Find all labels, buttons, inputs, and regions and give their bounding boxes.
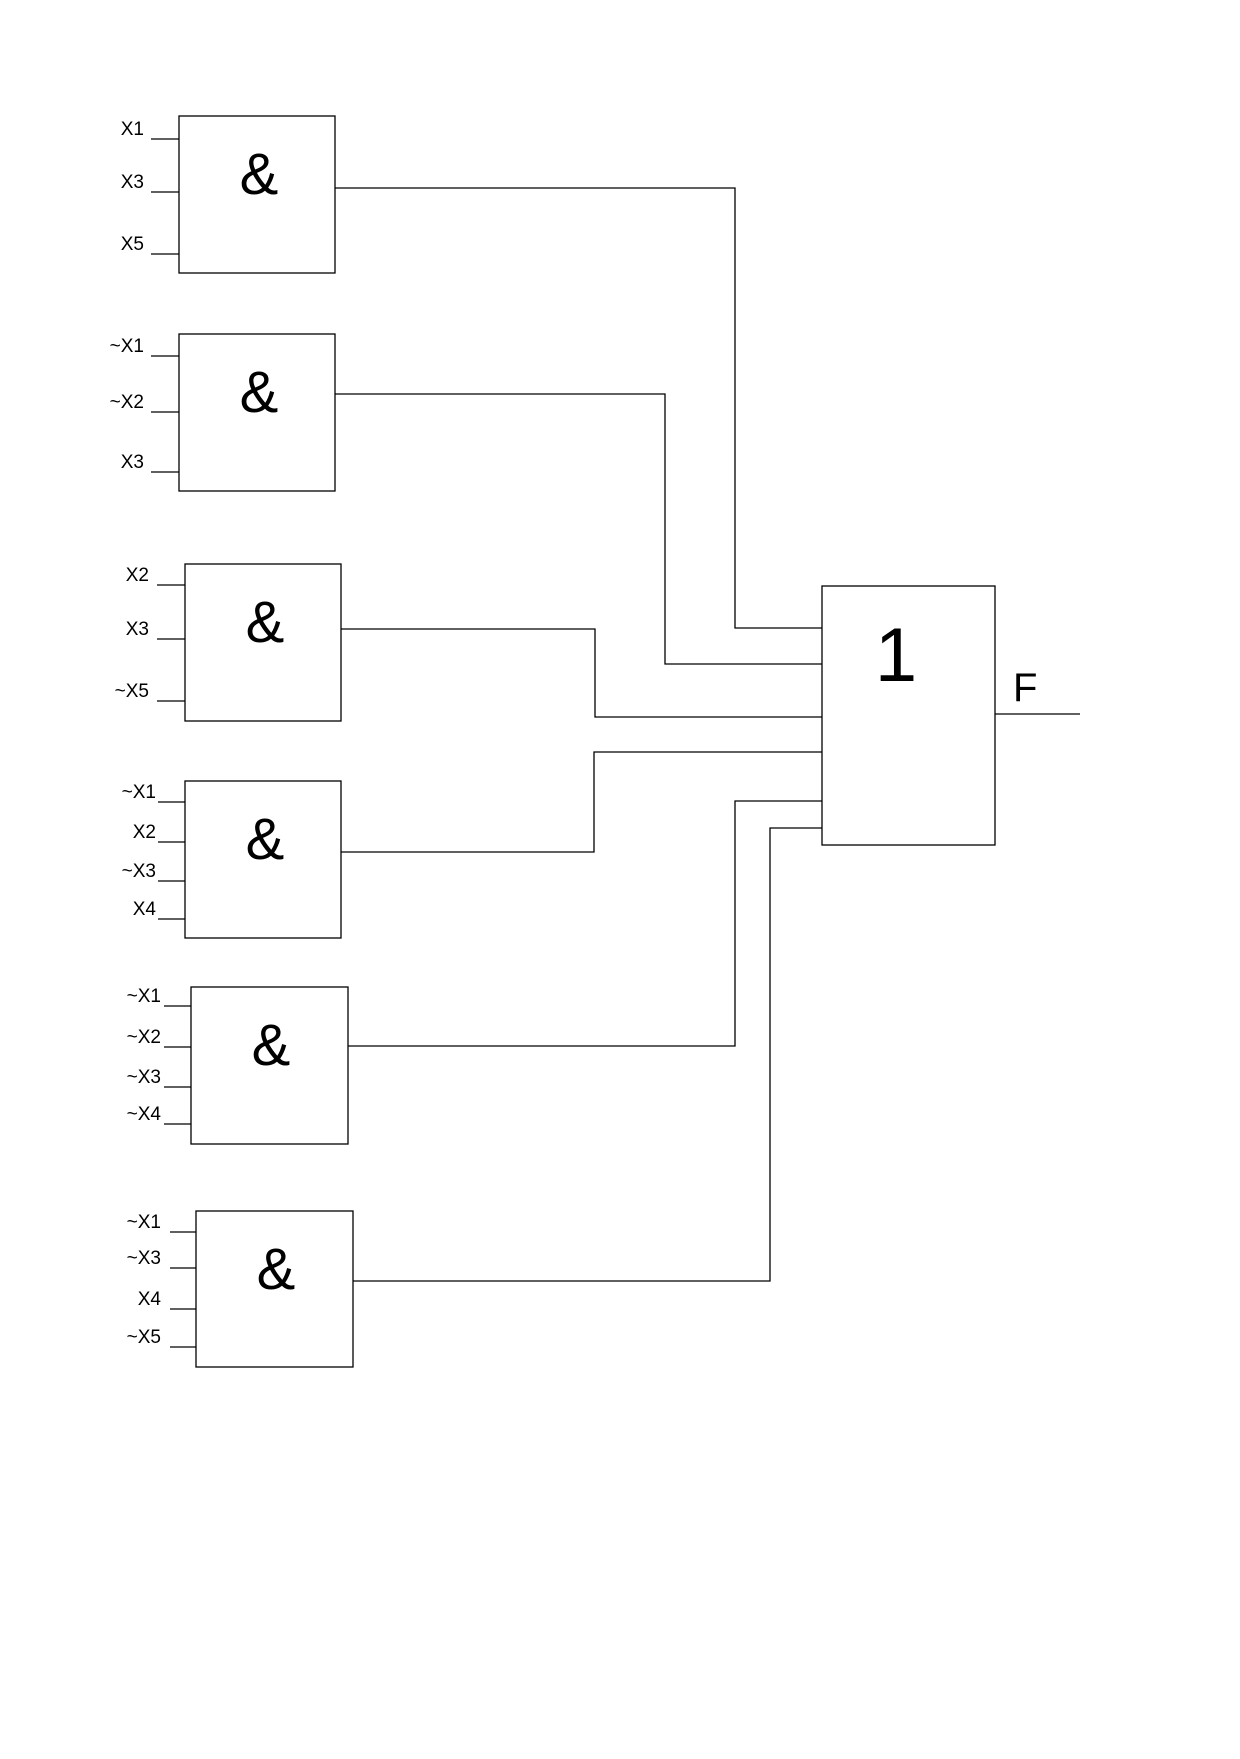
and-gate-symbol: &	[240, 142, 279, 207]
input-label: ~X3	[127, 1067, 161, 1088]
input-label: ~X3	[127, 1248, 161, 1269]
input-label: X4	[133, 899, 157, 920]
input-label: ~X5	[115, 681, 149, 702]
output-wire-4	[341, 751, 822, 853]
and-gate-1	[178, 115, 336, 274]
input-label: ~X2	[127, 1027, 161, 1048]
and-gate-symbol: &	[252, 1013, 291, 1078]
and-gate-6	[195, 1210, 354, 1368]
input-label: X2	[126, 565, 149, 586]
and-gate-5	[190, 986, 349, 1145]
output-wire-1	[335, 187, 822, 629]
output-wire-3	[341, 628, 822, 718]
and-gate-symbol: &	[240, 360, 279, 425]
input-label: ~X4	[127, 1104, 162, 1125]
input-label: X5	[121, 234, 144, 255]
input-label: X3	[121, 452, 144, 473]
input-label: ~X1	[127, 986, 161, 1007]
input-label: ~X1	[110, 336, 144, 357]
input-label: X4	[138, 1289, 162, 1310]
and-gate-symbol: &	[246, 807, 285, 872]
and-gate-symbol: &	[246, 590, 285, 655]
output-wire-2	[335, 393, 822, 665]
and-gate-3	[184, 563, 342, 722]
input-label: ~X5	[127, 1327, 161, 1348]
input-label: ~X1	[127, 1212, 161, 1233]
input-label: ~X3	[122, 861, 156, 882]
or-gate	[821, 585, 996, 846]
and-gate-symbol: &	[257, 1237, 296, 1302]
input-label: ~X1	[122, 782, 156, 803]
output-wire-5	[348, 800, 822, 1047]
input-label: X1	[121, 119, 144, 140]
input-label: X3	[121, 172, 144, 193]
and-gate-4	[184, 780, 342, 939]
output-wire-6	[353, 827, 822, 1282]
input-label: ~X2	[110, 392, 144, 413]
or-gate-symbol: 1	[875, 613, 917, 698]
input-label: X2	[133, 822, 156, 843]
output-label: F	[1013, 666, 1037, 710]
input-label: X3	[126, 619, 149, 640]
